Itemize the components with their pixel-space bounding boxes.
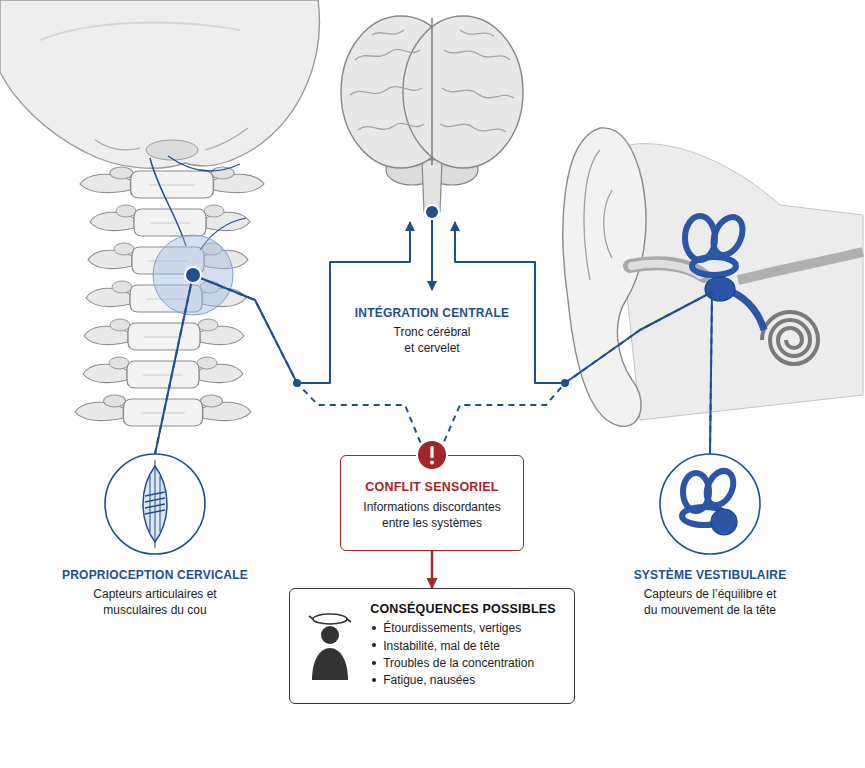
- skull-outline: [0, 0, 319, 168]
- brainstem-dot: [425, 205, 439, 219]
- alert-point: [430, 461, 434, 465]
- person-body: [312, 648, 348, 680]
- canals-icon: [658, 452, 762, 556]
- junction-dot: [293, 379, 301, 387]
- dizzy-tick: [309, 616, 351, 622]
- sensor-node: PROPRIOCEPTION CERVICALE Capteurs articul…: [55, 452, 255, 618]
- alert-bar: [430, 446, 433, 458]
- body-text: Fatigue, nausées: [383, 673, 475, 687]
- fissure: [431, 18, 432, 165]
- spindle-icon: [103, 452, 207, 556]
- bullet-row: Instabilité, mal de tête: [370, 638, 556, 655]
- dizzy-orbit: [313, 614, 347, 624]
- nerve-line: [168, 156, 240, 171]
- icon: [416, 439, 448, 471]
- markers: [185, 205, 569, 387]
- body-text: Étourdissements, vertiges: [383, 621, 521, 635]
- joint-highlight: [153, 235, 233, 315]
- body-text: Troubles de la concentration: [383, 656, 534, 670]
- connector: [155, 222, 410, 454]
- icon: [304, 610, 356, 682]
- auricle: [563, 128, 646, 426]
- vertebra: [84, 319, 244, 350]
- icon: [103, 452, 207, 556]
- alert-circle: [417, 440, 447, 470]
- semicircular-canal: [692, 257, 736, 275]
- integration-node: INTÉGRATION CENTRALE Tronc cérébral et ce…: [318, 222, 546, 362]
- foramen: [146, 140, 198, 160]
- semicircular-canal: [708, 212, 748, 259]
- nerve: [738, 252, 863, 280]
- body-text: Tronc cérébral et cervelet: [387, 324, 477, 356]
- heading-text: CONFLIT SENSORIEL: [351, 480, 513, 494]
- semicircular-canal: [702, 467, 739, 510]
- down-arrow: [431, 220, 433, 290]
- skull-shading: [40, 23, 240, 40]
- alert-icon: [416, 439, 448, 471]
- vertebra: [90, 205, 250, 236]
- bullet-row: Troubles de la concentration: [370, 655, 556, 672]
- edge-group: [155, 222, 712, 588]
- gyri: [350, 30, 424, 130]
- bullet-row: Fatigue, nausées: [370, 672, 556, 689]
- conflict-box: CONFLIT SENSORIEL Informations discordant…: [340, 455, 524, 551]
- text-column: CONSÉQUENCES POSSIBLES Étourdissements, v…: [370, 602, 556, 690]
- vestibule: [711, 509, 737, 535]
- skull: [0, 0, 319, 168]
- body-text: Informations discordantes entre les syst…: [352, 499, 512, 531]
- vertebra: [83, 357, 243, 388]
- bullet-dot: [372, 626, 376, 630]
- hemisphere: [403, 16, 523, 168]
- body-text: Capteurs articulaires et musculaires du …: [83, 586, 228, 618]
- body-text: Instabilité, mal de tête: [383, 639, 500, 653]
- sensor-node: SYSTÈME VESTIBULAIRE Capteurs de l’équili…: [610, 452, 810, 618]
- person-head: [321, 626, 339, 644]
- heading-text: INTÉGRATION CENTRALE: [351, 306, 513, 320]
- heading-text: SYSTÈME VESTIBULAIRE: [610, 568, 810, 582]
- person-icon: [304, 610, 356, 682]
- semicircular-canal: [685, 216, 715, 260]
- body-text: Capteurs de l’équilibre et du mouvement …: [638, 586, 783, 618]
- connector: [455, 222, 712, 454]
- spindle-fiber: [150, 468, 160, 540]
- connector: [431, 551, 433, 588]
- spindle-coil: [145, 492, 165, 514]
- vertebra: [80, 167, 264, 198]
- bullet-row: Étourdissements, vertiges: [370, 620, 556, 637]
- vestibule: [705, 277, 735, 301]
- icon-ring: [105, 454, 205, 554]
- nerve-line: [150, 158, 186, 246]
- effects-box: CONSÉQUENCES POSSIBLES Étourdissements, v…: [289, 588, 575, 704]
- icon-ring: [660, 454, 760, 554]
- heading-text: PROPRIOCEPTION CERVICALE: [55, 568, 255, 582]
- heading-text: CONSÉQUENCES POSSIBLES: [370, 602, 556, 616]
- spindle-body: [143, 466, 167, 542]
- dashed-connector: [155, 275, 421, 454]
- joint-dot: [185, 267, 201, 283]
- canal-link: [732, 292, 764, 330]
- junction-dot: [561, 379, 569, 387]
- gyri: [440, 30, 514, 132]
- bullet-dot: [372, 661, 376, 665]
- bullet-dot: [372, 678, 376, 682]
- icon: [658, 452, 762, 556]
- cochlea: [762, 312, 818, 364]
- ear: [563, 128, 863, 426]
- bullet-dot: [372, 643, 376, 647]
- vertebra: [75, 395, 251, 426]
- auricle-fold: [584, 150, 612, 280]
- brain: [341, 16, 523, 212]
- temporal-bone: [612, 144, 863, 420]
